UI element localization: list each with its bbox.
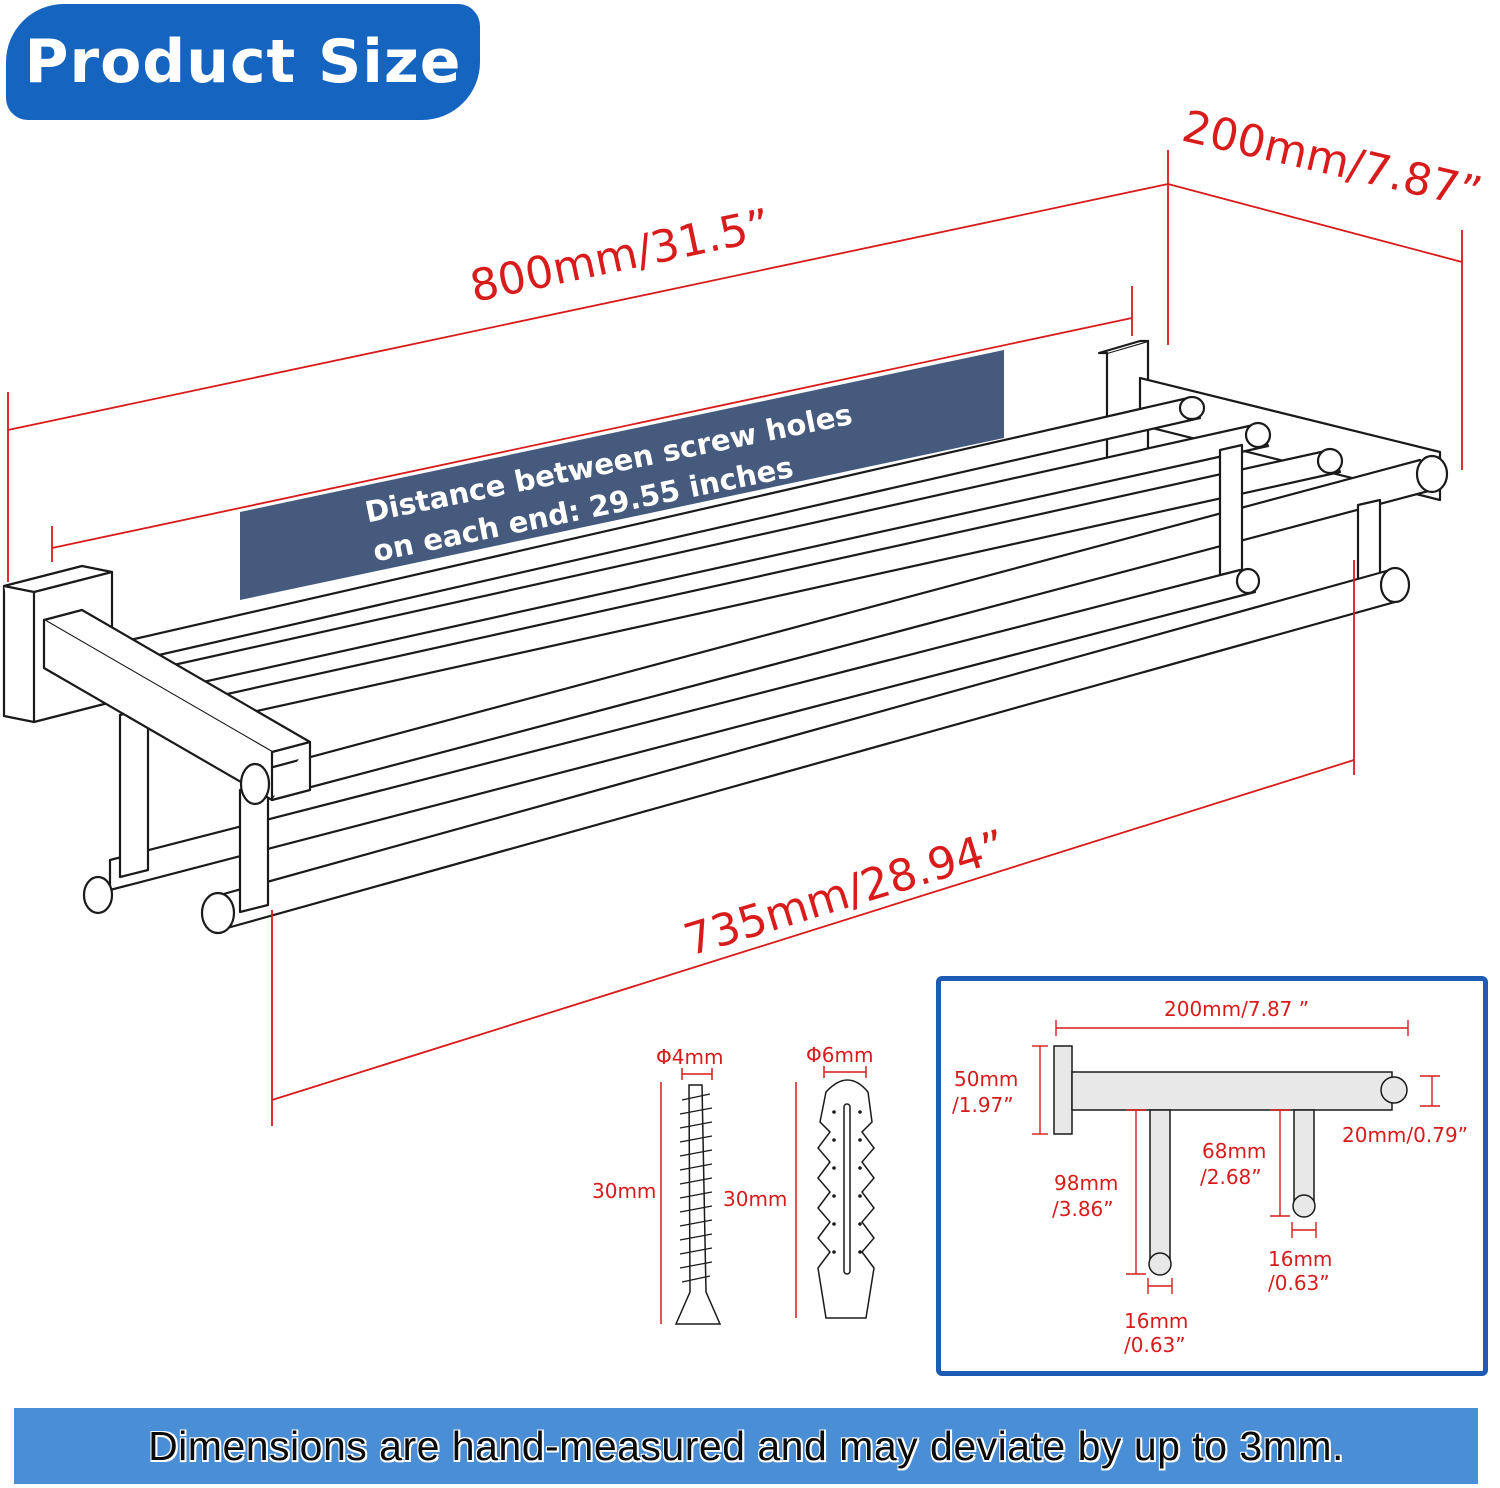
screw-length-label: 30mm: [592, 1179, 656, 1203]
side-view-labels: 200mm/7.87 ” 50mm /1.97” 20mm/0.79” 98mm…: [952, 997, 1468, 1357]
side-depth-label: 200mm/7.87 ”: [1164, 997, 1309, 1021]
wall-anchor-drawing: [817, 1079, 875, 1319]
side-view-drawing: [1053, 1045, 1408, 1276]
screw-drawing: [674, 1084, 722, 1325]
long-arm-mm-label: 98mm: [1054, 1171, 1118, 1195]
long-arm-in-label: /3.86”: [1052, 1197, 1114, 1221]
towel-rack-drawing: [2, 339, 1449, 935]
disclaimer-text: Dimensions are hand-measured and may dev…: [148, 1422, 1344, 1469]
overall-length-dimension: [7, 183, 1169, 431]
short-rod-mm-label: 16mm: [1268, 1247, 1332, 1271]
hardware-dimension-lines: [660, 1066, 867, 1324]
screw-hole-dimension: [51, 317, 1133, 549]
badge-title: Product Size: [24, 27, 462, 97]
depth-label: 200mm/7.87”: [1178, 101, 1487, 219]
long-rod-mm-label: 16mm: [1124, 1309, 1188, 1333]
lower-bar-label: 735mm/28.94”: [678, 820, 1012, 966]
screw-diameter-label: Φ4mm: [656, 1045, 723, 1069]
bar-diameter-label: 20mm/0.79”: [1342, 1123, 1468, 1147]
side-view-dimension-lines: [1032, 1020, 1440, 1294]
side-view-frame: [936, 976, 1488, 1376]
anchor-length-label: 30mm: [723, 1187, 787, 1211]
hardware-labels: Φ4mm 30mm Φ6mm 30mm: [592, 1043, 873, 1211]
lower-bar-dimension: [271, 759, 1355, 1101]
anchor-diameter-label: Φ6mm: [806, 1043, 873, 1067]
long-rod-in-label: /0.63”: [1124, 1333, 1186, 1357]
short-arm-in-label: /2.68”: [1200, 1165, 1262, 1189]
short-rod-in-label: /0.63”: [1268, 1271, 1330, 1295]
depth-dimension: [1167, 183, 1463, 263]
product-size-badge: Product Size: [6, 4, 480, 120]
note-banner: [240, 350, 1004, 600]
plate-height-mm-label: 50mm: [954, 1067, 1018, 1091]
disclaimer-banner: Dimensions are hand-measured and may dev…: [14, 1408, 1478, 1484]
short-arm-mm-label: 68mm: [1202, 1139, 1266, 1163]
plate-height-in-label: /1.97”: [952, 1093, 1014, 1117]
overall-length-label: 800mm/31.5”: [466, 199, 775, 312]
dimension-lines: [7, 150, 1463, 1126]
